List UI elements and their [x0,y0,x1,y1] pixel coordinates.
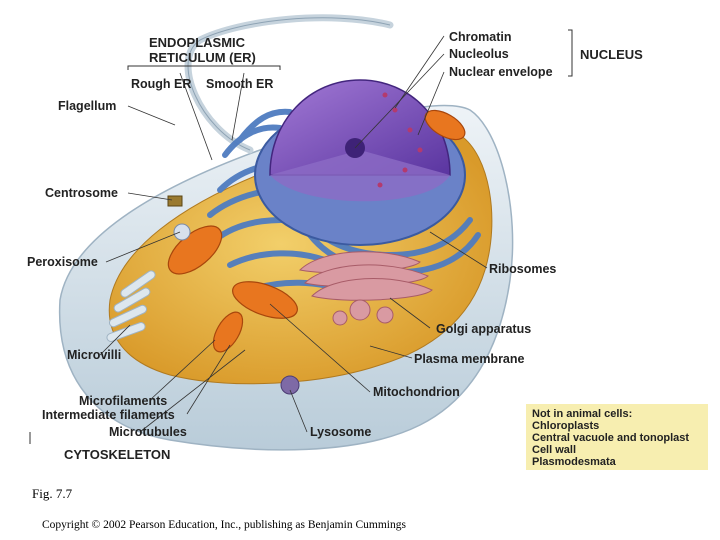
label-ribosomes: Ribosomes [489,262,557,276]
label-flagellum: Flagellum [58,99,117,113]
note-title: Not in animal cells: [532,408,633,420]
nucleus-shape [254,79,466,246]
label-nuclear-envelope: Nuclear envelope [449,65,553,79]
label-nucleus: NUCLEUS [580,47,643,62]
copyright-notice: Copyright © 2002 Pearson Education, Inc.… [42,519,406,531]
note-item: Plasmodesmata [532,456,616,468]
er-title-line1: ENDOPLASMIC [149,35,246,50]
peroxisome-shape [173,223,191,241]
centrosome-shape [167,195,183,207]
label-golgi: Golgi apparatus [436,322,532,336]
lysosome-shape [280,375,300,395]
label-peroxisome: Peroxisome [27,255,98,269]
label-centrosome: Centrosome [45,186,118,200]
plant-only-note-box: Not in animal cells: Chloroplasts Centra… [526,404,708,470]
label-intermediate-filaments: Intermediate filaments [42,408,175,422]
label-rough-er: Rough ER [131,77,192,91]
label-plasma-membrane: Plasma membrane [414,352,525,366]
label-smooth-er: Smooth ER [206,77,274,91]
label-lysosome: Lysosome [310,425,372,439]
label-mitochondrion: Mitochondrion [373,385,460,399]
mitochondria-shape [167,109,466,353]
note-item: Chloroplasts [532,420,600,432]
microvilli-shape [106,270,156,342]
label-chromatin: Chromatin [449,30,512,44]
label-microvilli: Microvilli [67,348,122,362]
note-item: Cell wall [532,444,577,456]
note-item: Central vacuole and tonoplast [532,432,690,444]
label-cytoskeleton: CYTOSKELETON [64,447,171,462]
label-microtubules: Microtubules [109,425,187,439]
nucleus-bracket [568,29,573,77]
figure-caption: Fig. 7.7 [32,486,73,501]
er-bracket [127,65,281,70]
label-microfilaments: Microfilaments [79,394,168,408]
label-nucleolus: Nucleolus [449,47,509,61]
er-title-line2: RETICULUM (ER) [149,50,256,65]
golgi-shape [298,251,433,326]
leader-lines [99,35,488,433]
